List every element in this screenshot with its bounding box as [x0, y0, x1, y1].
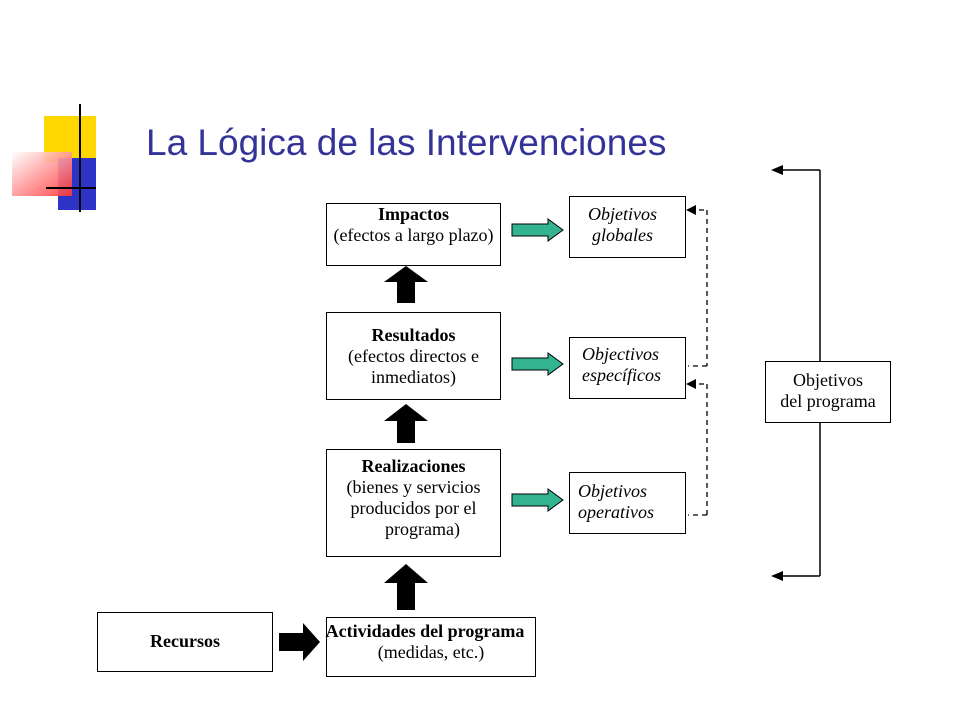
realizaciones-detail-2: producidos por el — [350, 498, 477, 518]
dashed-arrowhead-especificos — [686, 379, 696, 389]
resultados-detail-2: inmediatos) — [371, 367, 456, 387]
objetivos-operativos-box: Objetivos operativos — [569, 472, 686, 534]
objetivos-operativos-line-1: Objetivos — [578, 481, 647, 501]
resultados-heading: Resultados — [371, 325, 456, 345]
impactos-detail: (efectos a largo plazo) — [333, 225, 494, 245]
objetivos-especificos-box: Objectivos específicos — [569, 337, 686, 399]
up-arrow-to-resultados — [384, 404, 428, 443]
realizaciones-heading: Realizaciones — [361, 456, 466, 476]
impactos-heading: Impactos — [378, 204, 449, 224]
recursos-heading: Recursos — [150, 631, 220, 651]
realizaciones-box: Realizaciones (bienes y servicios produc… — [326, 449, 501, 557]
objetivos-globales-line-1: Objetivos — [588, 204, 657, 224]
objetivos-operativos-line-2: operativos — [578, 502, 654, 522]
green-arrow-globales — [511, 218, 564, 242]
up-arrow-to-impactos — [384, 266, 428, 303]
objetivos-especificos-line-2: específicos — [582, 365, 661, 385]
slide-title: La Lógica de las Intervenciones — [146, 122, 667, 163]
actividades-box: Actividades del programa (medidas, etc.) — [326, 617, 536, 677]
recursos-box: Recursos — [97, 612, 273, 672]
objetivos-programa-box: Objetivos del programa — [765, 361, 891, 423]
up-arrow-to-realizaciones — [384, 564, 428, 610]
green-arrow-especificos — [511, 352, 564, 376]
realizaciones-detail-1: (bienes y servicios — [346, 477, 481, 497]
right-arrow-recursos — [279, 623, 320, 661]
objetivos-programa-line-2: del programa — [780, 391, 876, 411]
resultados-detail-1: (efectos directos e — [348, 346, 479, 366]
actividades-detail: (medidas, etc.) — [377, 642, 485, 662]
realizaciones-detail-3: programa) — [385, 519, 460, 539]
dashed-arrowhead-globales — [686, 205, 696, 215]
bracket-arrowhead-bottom — [771, 571, 783, 581]
objetivos-programa-line-1: Objetivos — [793, 370, 863, 390]
slide-logo-decoration — [12, 104, 96, 212]
bracket-arrowhead-top — [771, 165, 783, 175]
resultados-box: Resultados (efectos directos e inmediato… — [326, 312, 501, 400]
objetivos-globales-line-2: globales — [592, 225, 653, 245]
green-arrow-operativos — [511, 488, 564, 512]
objetivos-globales-box: Objetivos globales — [569, 196, 686, 258]
impactos-box: Impactos (efectos a largo plazo) — [326, 203, 501, 266]
actividades-heading: Actividades del programa — [325, 621, 525, 641]
objetivos-especificos-line-1: Objectivos — [582, 344, 659, 364]
